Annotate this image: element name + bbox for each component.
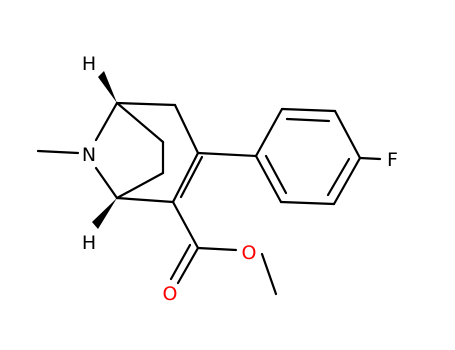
bond-carbonyl-double bbox=[169, 243, 192, 281]
bond-c6-c5 bbox=[115, 171, 165, 200]
ring-double-2 bbox=[326, 157, 351, 197]
bond-o-methyl bbox=[260, 252, 278, 296]
stereo-wedge-top bbox=[98, 71, 117, 103]
ring-bond-5 bbox=[279, 200, 336, 206]
atom-label-carbonyl-oxygen: O bbox=[163, 283, 178, 305]
bond-carbonyl bbox=[176, 246, 200, 285]
bond-n-c5 bbox=[94, 166, 119, 200]
bond-c-f bbox=[358, 156, 382, 161]
atom-labels: N H H F O O bbox=[82, 53, 398, 305]
bond-c5-c2 bbox=[115, 196, 175, 204]
bond-c4-c3 bbox=[173, 103, 200, 155]
bond-layer bbox=[36, 101, 382, 296]
atom-label-fluorine: F bbox=[387, 149, 398, 171]
bond-n-methyl bbox=[36, 149, 80, 155]
bond-c1-c7 bbox=[115, 101, 165, 144]
atom-label-hydrogen-bottom: H bbox=[82, 232, 96, 254]
bond-c3-aryl bbox=[196, 151, 258, 158]
atom-label-nitrogen: N bbox=[82, 144, 96, 166]
bond-ester-c-o bbox=[196, 246, 238, 252]
ring-bond-2 bbox=[280, 107, 337, 113]
bond-c2-c3 bbox=[171, 151, 200, 204]
bond-n-c1 bbox=[94, 101, 119, 142]
ring-bond-3 bbox=[333, 109, 362, 160]
ring-double-1 bbox=[285, 117, 331, 123]
atom-label-hydrogen-top: H bbox=[82, 53, 96, 75]
atom-label-ester-oxygen: O bbox=[242, 242, 257, 264]
ring-bond-4 bbox=[332, 156, 362, 206]
ring-bond-6 bbox=[254, 154, 283, 204]
ring-bond-1 bbox=[254, 107, 284, 158]
bond-c1-c4 bbox=[115, 101, 177, 107]
stereo-wedge-bottom bbox=[92, 198, 117, 229]
bond-c2-ester-c bbox=[171, 200, 200, 250]
bond-c2-c3-double bbox=[179, 155, 204, 199]
ring-double-3 bbox=[264, 154, 288, 195]
